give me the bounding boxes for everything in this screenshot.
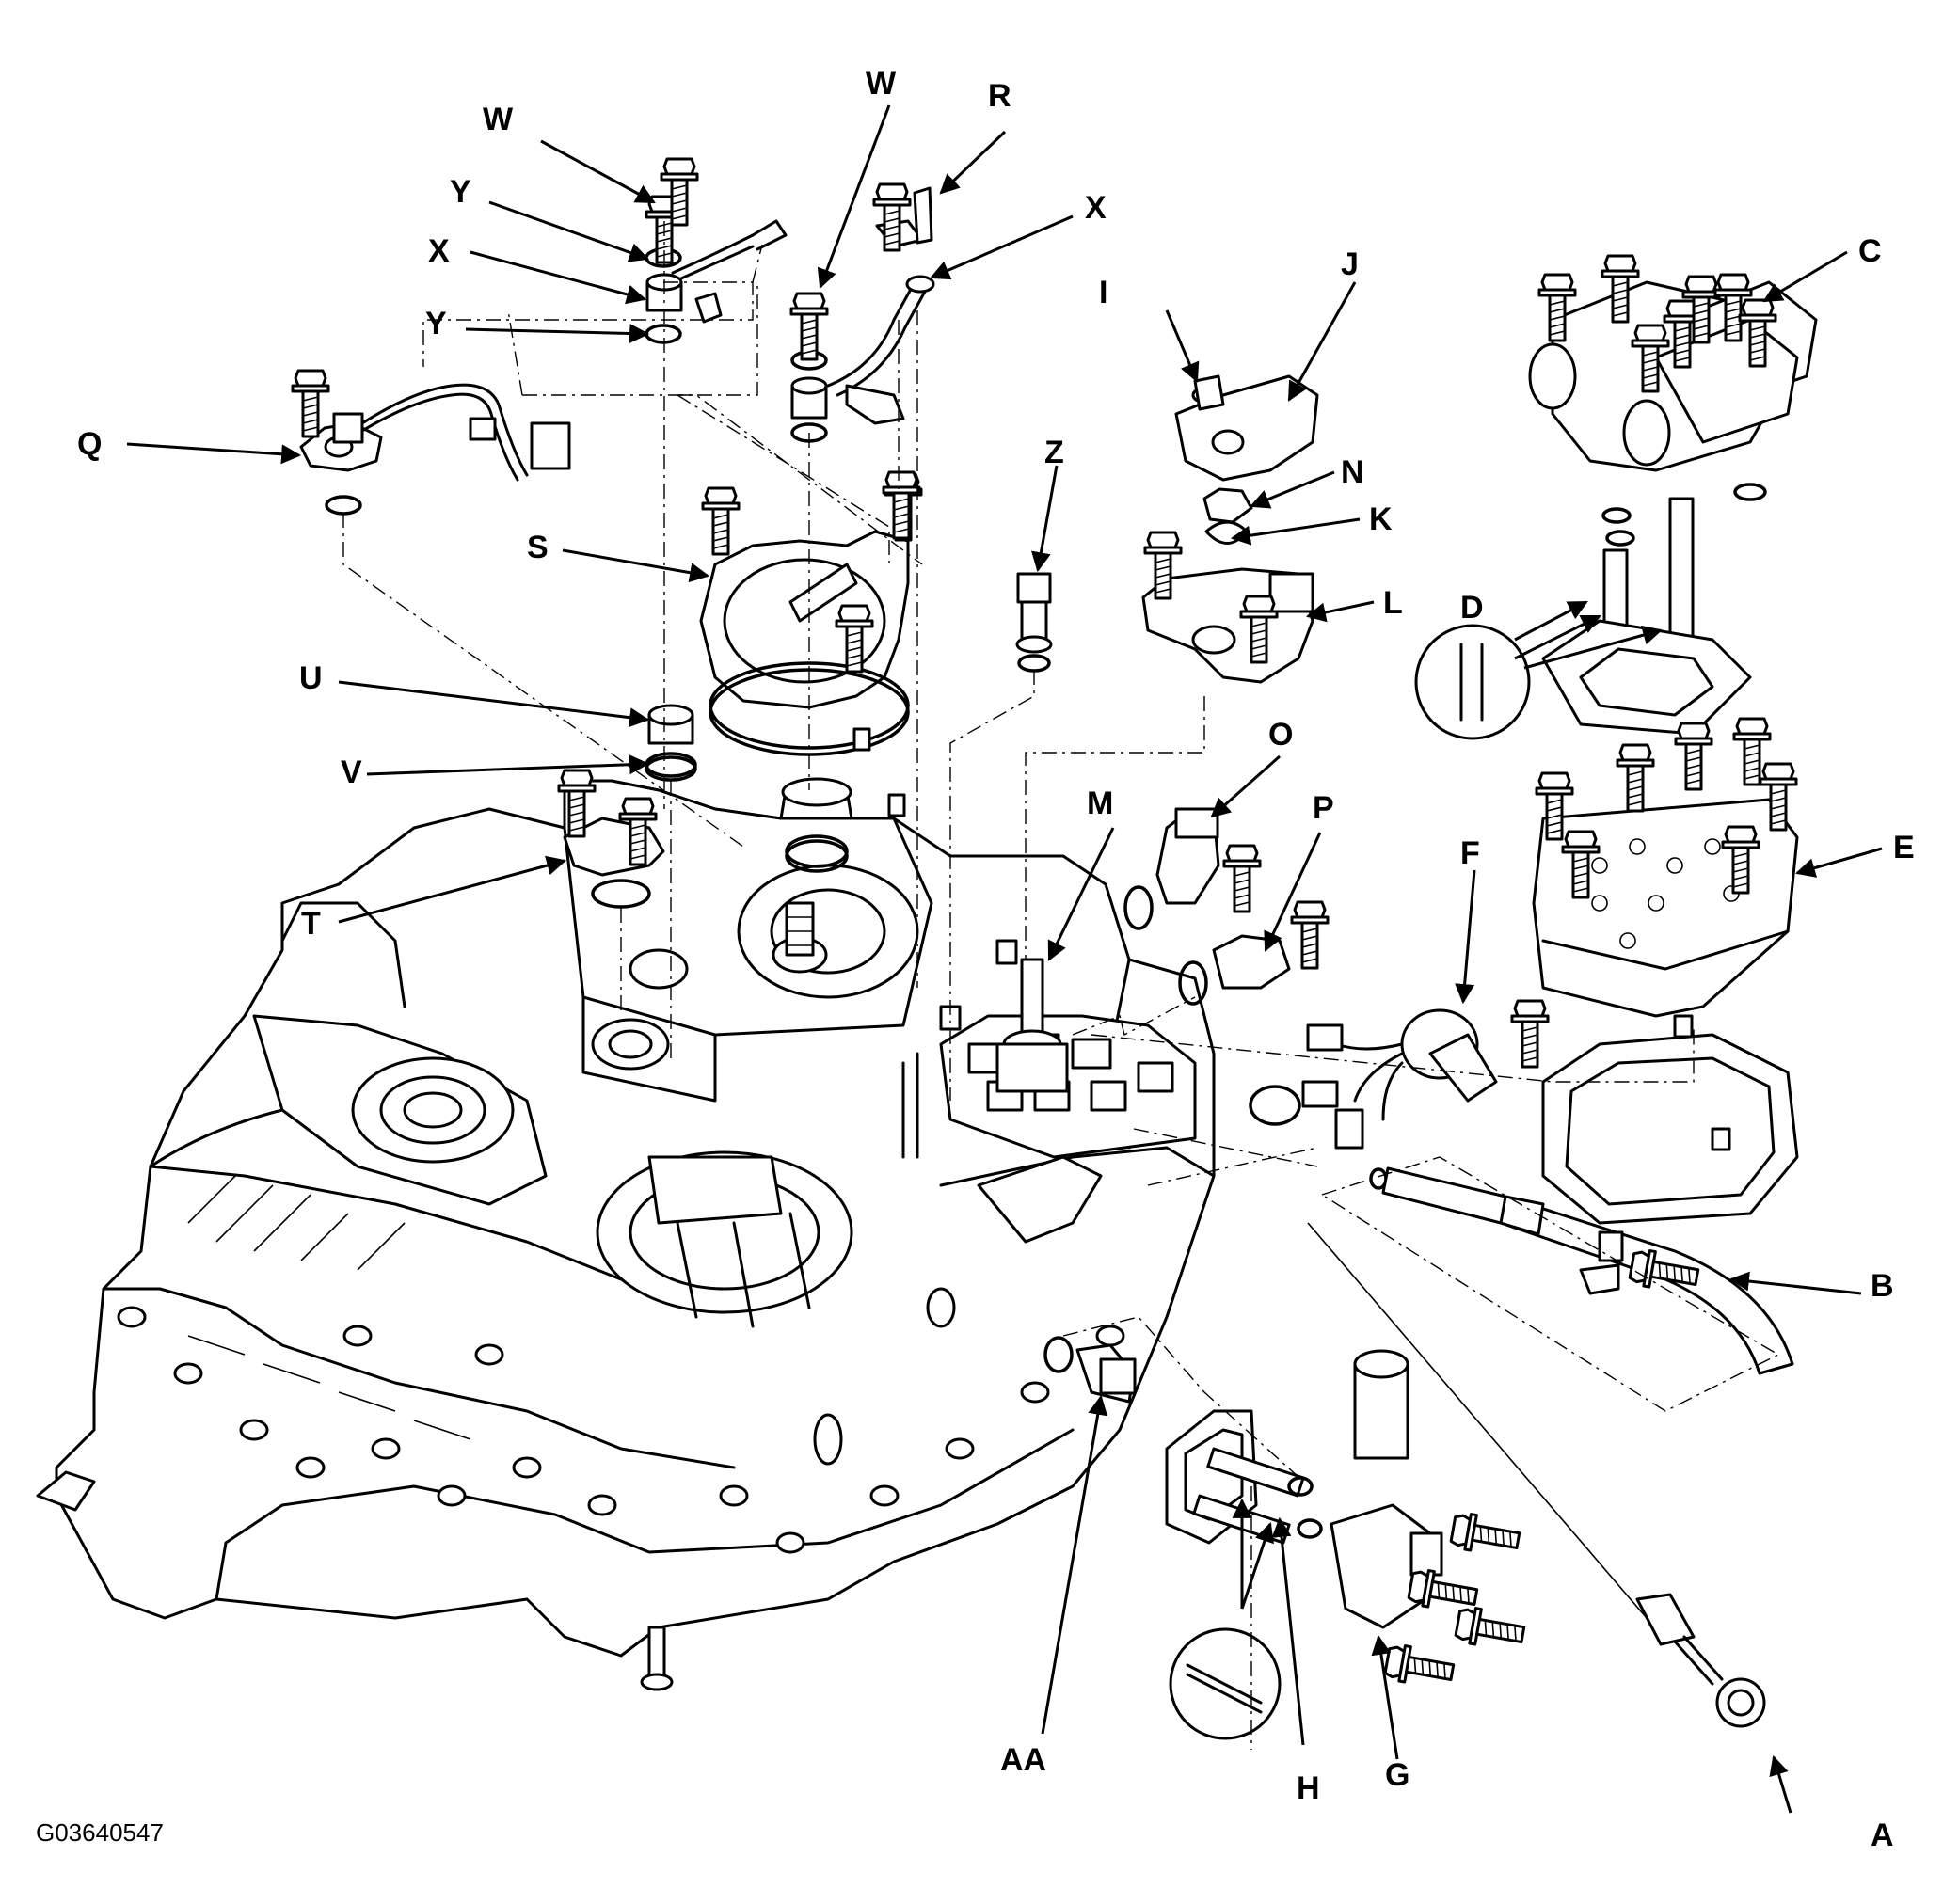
callout-f: F	[1460, 835, 1480, 871]
callout-aa: AA	[1000, 1742, 1046, 1778]
callout-c: C	[1858, 233, 1882, 269]
dipstick-tube-b	[1369, 1166, 1794, 1375]
cover-s	[699, 530, 910, 756]
callout-z: Z	[1044, 435, 1064, 470]
callout-labels: A AA B C D E F G H I J K L M N O P Q R S…	[36, 66, 1915, 1853]
sensor-z	[1015, 572, 1053, 673]
callout-u: U	[299, 660, 323, 696]
dipstick-a	[1307, 1222, 1766, 1728]
callout-y1: Y	[450, 174, 471, 210]
callout-j: J	[1341, 246, 1359, 282]
callout-k: K	[1369, 501, 1393, 537]
banjo-stack-right	[790, 186, 935, 443]
callout-y2: Y	[425, 306, 447, 341]
callout-b: B	[1871, 1268, 1894, 1304]
callout-m: M	[1087, 785, 1113, 821]
callout-e: E	[1893, 830, 1915, 865]
assembly-lines	[342, 221, 1695, 1750]
callout-w1: W	[483, 102, 514, 137]
callout-r: R	[988, 78, 1011, 114]
callout-h: H	[1297, 1770, 1320, 1806]
callout-w2: W	[866, 66, 897, 102]
sensor-q	[299, 383, 571, 516]
callout-p: P	[1313, 790, 1334, 826]
callout-n: N	[1341, 454, 1364, 490]
callout-l: L	[1383, 585, 1403, 621]
callout-a: A	[1871, 1817, 1894, 1853]
plug-stack	[779, 777, 853, 873]
diagram-code: G03640547	[36, 1818, 164, 1847]
leader-lines	[126, 104, 1883, 1814]
callout-x1: X	[428, 233, 450, 269]
callout-q: Q	[77, 426, 102, 462]
sensor-aa	[1043, 1336, 1137, 1404]
callout-s: S	[527, 530, 549, 565]
callout-d: D	[1460, 590, 1484, 626]
callout-o: O	[1268, 717, 1293, 753]
callout-v: V	[341, 754, 362, 790]
tube-d	[1414, 497, 1752, 740]
callout-t: T	[301, 906, 321, 942]
solenoid-g	[1330, 1349, 1443, 1629]
callout-x2: X	[1085, 190, 1107, 226]
banjo-stack-left	[645, 219, 788, 344]
plug-u	[645, 704, 697, 782]
callout-i: I	[1099, 275, 1107, 310]
callout-g: G	[1385, 1757, 1409, 1793]
sensor-f	[1249, 1008, 1498, 1150]
transmission-housing	[36, 779, 1216, 1691]
sensor-o	[1123, 807, 1220, 930]
